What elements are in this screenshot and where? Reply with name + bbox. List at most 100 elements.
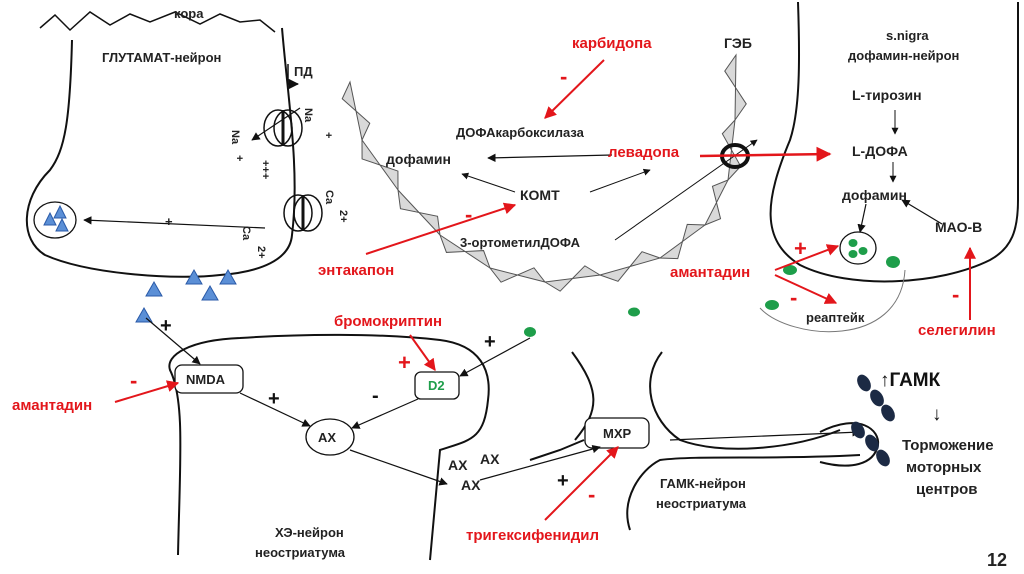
amantadine-nmda-arrow [114, 380, 180, 403]
ldopa-label: L-ДОФА [852, 143, 908, 159]
bbb-segment [724, 53, 737, 90]
gaba-neuron-membrane-top [571, 351, 595, 441]
bromocriptine-label: бромокриптин [334, 313, 442, 330]
inhibition-label-1: Торможение [902, 437, 994, 454]
sodium-channel-icon [263, 109, 303, 147]
selegiline-minus: - [952, 282, 959, 307]
snigra-label: s.nigra [886, 28, 929, 43]
gaba-neuron-label-2: неостриатума [656, 496, 747, 511]
d2-to-ach-arrow [351, 398, 419, 429]
bbb-segment [658, 240, 684, 260]
amantadine-label-top: амантадин [670, 264, 750, 281]
ach-release-arrow [349, 449, 448, 486]
bbb-label: ГЭБ [724, 35, 752, 51]
nmda-ach-plus-sign: + [268, 388, 280, 410]
cholinergic-neuron-label-2: неостриатума [255, 545, 346, 560]
vesicle-plus-sign: + [165, 214, 173, 229]
ortomethyldopa-label: 3-ортометилДОФА [460, 235, 581, 250]
ach-label-2: АХ [480, 451, 500, 467]
bbb-segment [734, 85, 747, 122]
na-label-in: Na [302, 108, 314, 123]
tyrosine-label: L-тирозин [852, 87, 922, 103]
mhr-connector [529, 439, 585, 461]
selegiline-label: селегилин [918, 322, 996, 339]
mhr-plus-sign: + [557, 470, 569, 492]
amantadine-plus: + [794, 236, 807, 261]
gaba-label: ↑ГАМК [880, 370, 941, 391]
amantadine-minus: - [790, 285, 797, 310]
gaba-neuron-label: ГАМК-нейрон [660, 476, 746, 491]
nmda-label: NMDA [186, 372, 226, 387]
ach-node [305, 418, 355, 456]
gaba-neuron-membrane-bottom [626, 454, 861, 531]
bbb-segment [341, 80, 357, 113]
trihexyphenidyl-label: тригексифенидил [466, 527, 599, 544]
bbb-segment [681, 223, 707, 243]
cortex-label: кора [174, 6, 204, 21]
depolarization-label: +++ [259, 160, 271, 179]
amantadine-release-arrow [774, 244, 840, 271]
cholinergic-neuron-membrane [168, 333, 490, 561]
bbb-segment [543, 277, 574, 292]
bbb-segment [598, 265, 632, 282]
ca-to-vesicle-arrow [83, 216, 266, 229]
nmda-receptor [174, 364, 244, 394]
ca-label-in: Ca [240, 226, 252, 241]
inhibition-label-3: центров [916, 481, 978, 498]
reuptake-label: реаптейк [806, 310, 865, 325]
carbidopa-arrow [544, 59, 605, 119]
bbb-segment [711, 179, 730, 204]
bbb-segment [488, 267, 520, 283]
trihexyphenidyl-minus: - [588, 482, 595, 507]
nmda-plus-sign: + [160, 315, 172, 337]
na-influx-arrow [251, 107, 301, 141]
released-glutamate [135, 268, 237, 323]
ach-to-mhr-arrow [479, 444, 601, 481]
bbb-segment [355, 109, 371, 142]
page-number: 12 [987, 550, 1007, 570]
nmda-to-ach-arrow [239, 392, 311, 427]
bbb-segment [397, 188, 421, 214]
peripheral-dopamine-label: дофамин [386, 151, 451, 167]
trihexyphenidyl-arrow [544, 446, 619, 521]
komt-to-levodopa-arrow [589, 168, 651, 193]
maob-label: МАО-В [935, 219, 982, 235]
released-dopamine [524, 265, 797, 337]
na-charge-out: + [233, 155, 245, 161]
bbb-segment [721, 118, 736, 152]
amantadine-nmda-minus: - [130, 368, 137, 393]
maob-arrow [901, 199, 943, 225]
bbb-segment [463, 250, 491, 270]
bbb-segment [361, 138, 382, 166]
carbidopa-minus: - [560, 64, 567, 89]
bbb-segment [439, 233, 467, 253]
glutamate-neuron-label: ГЛУТАМАТ-нейрон [102, 50, 221, 65]
d2-ach-minus-sign: - [372, 385, 379, 407]
glutamate-vesicle [33, 201, 77, 239]
komt-to-dopamine-arrow [461, 172, 516, 193]
na-label-out: Na [229, 130, 241, 145]
gaba-vesicles [851, 374, 895, 467]
entacapone-label: энтакапон [318, 262, 394, 279]
dopamine-molecule [886, 256, 900, 268]
glutamate-to-nmda-arrow [145, 317, 201, 365]
ca-label-out: Ca [323, 190, 335, 205]
action-potential-arrow [287, 64, 300, 90]
bbb-segment [628, 251, 662, 268]
bbb-segment [417, 211, 441, 237]
bbb-segment [703, 201, 722, 226]
d2-receptor [414, 371, 460, 400]
ach-node-label: АХ [318, 430, 336, 445]
bbb-segment [571, 265, 602, 280]
dopamine-to-vesicle-arrow [857, 203, 867, 233]
carbidopa-label: карбидопа [572, 35, 652, 52]
amantadine-label-bottom: амантадин [12, 397, 92, 414]
bbb-segment [378, 164, 399, 192]
inhibition-arrow: ↓ [932, 404, 942, 425]
cortex-surface [39, 11, 276, 33]
dopamine-vesicle [839, 231, 877, 265]
ca-charge-out: 2+ [337, 210, 349, 223]
ach-label-3: АХ [461, 477, 481, 493]
gaba-signal-arrow [669, 428, 861, 441]
cholinergic-neuron-label: ХЭ-нейрон [275, 525, 344, 540]
